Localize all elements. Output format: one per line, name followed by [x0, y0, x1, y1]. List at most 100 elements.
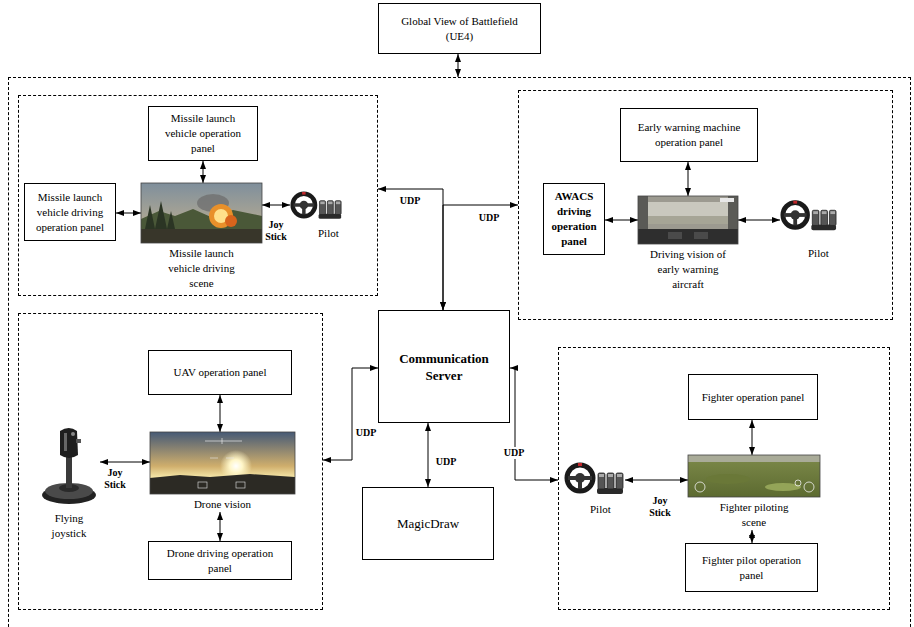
box-label: Missile launch vehicle operation panel — [155, 111, 251, 156]
fighter-scene-image-part — [688, 455, 820, 497]
caption-text: Pilot — [590, 502, 611, 517]
flying-joystick-icon — [42, 428, 96, 504]
missile-scene-image-part — [225, 215, 237, 227]
caption-text: Fighter piloting scene — [714, 500, 794, 530]
fighter-scene-image-part — [695, 482, 705, 492]
system-box: Global View of Battlefield (UE4) — [378, 3, 541, 54]
awacs-vision-image-part — [648, 202, 728, 224]
joystick-device: Flying joystick — [38, 425, 100, 541]
flying-joystick-icon-part — [66, 457, 72, 488]
connector — [323, 368, 378, 460]
panel-box: Fighter pilot operation panel — [685, 543, 818, 592]
fighter-scene-image-part — [804, 482, 814, 492]
awacs-vision-image-part — [668, 232, 682, 239]
panel-box: UAV operation panel — [148, 350, 292, 395]
caption-text: Pilot — [808, 246, 829, 261]
box-label: AWACS driving operation panel — [548, 189, 600, 249]
connector — [625, 480, 688, 481]
awacs-vision-image-part — [720, 198, 734, 202]
edge-label: UDP — [398, 195, 422, 207]
edge-label: Joy Stick — [102, 467, 128, 491]
fighter-scene-image-part — [688, 455, 820, 497]
connector — [458, 54, 459, 77]
edge-label: UDP — [434, 456, 458, 468]
image-area — [638, 196, 738, 244]
pilot-wheel-icon — [293, 192, 342, 219]
caption-text: Flying joystick — [41, 511, 97, 541]
fighter-scene-image — [688, 455, 820, 497]
scene-view: Missile launch vehicle driving scene — [141, 183, 262, 291]
subsystem-group: Missile launch vehicle operation panelMi… — [18, 95, 378, 296]
missile-scene-image-part — [145, 201, 175, 229]
drone-vision-image-part — [205, 441, 242, 442]
scene-view: Driving vision of early warning aircraft — [638, 196, 738, 292]
drone-vision-image — [150, 432, 295, 494]
subsystem-group: Early warning machine operation panelAWA… — [518, 90, 893, 320]
box-label: Fighter operation panel — [702, 390, 805, 405]
drone-vision-image-part — [226, 458, 234, 459]
image-area — [141, 183, 262, 243]
pilot-device: Pilot — [563, 458, 625, 498]
connector — [220, 512, 221, 541]
scene-view: Fighter piloting scene — [688, 455, 820, 530]
connector — [378, 189, 443, 310]
drone-vision-image-part — [236, 482, 245, 488]
awacs-vision-image-part — [638, 229, 738, 244]
image-area — [150, 432, 295, 494]
missile-scene-image — [141, 183, 262, 243]
connector — [443, 205, 518, 310]
connector — [688, 162, 689, 196]
edge-label: Joy Stick — [647, 495, 673, 519]
connector — [203, 161, 204, 183]
awacs-vision-image-part — [648, 216, 728, 224]
connector — [428, 423, 429, 487]
edge-label: UDP — [502, 447, 526, 459]
caption-text: Drone vision — [168, 497, 278, 512]
image-area — [38, 425, 100, 505]
flying-joystick-icon-part — [71, 432, 75, 436]
drone-vision-image-part — [150, 432, 295, 494]
connector — [510, 368, 558, 480]
box-label: MagicDraw — [397, 515, 459, 532]
box-label: Global View of Battlefield (UE4) — [395, 14, 524, 44]
fighter-scene-image-part — [706, 474, 750, 484]
box-label: Communication Server — [385, 350, 503, 384]
flying-joystick-icon-part — [76, 439, 81, 443]
box-label: Drone driving operation panel — [155, 546, 285, 576]
image-area — [688, 455, 820, 497]
panel-box: Early warning machine operation panel — [620, 108, 758, 162]
pilot-wheel-icon — [783, 201, 836, 230]
fighter-scene-image-part — [795, 480, 801, 486]
caption-text: Pilot — [318, 226, 339, 241]
awacs-vision-image — [638, 196, 738, 244]
caption-text: Driving vision of early warning aircraft — [645, 247, 731, 292]
flying-joystick-icon-part — [64, 433, 67, 451]
missile-scene-image-part — [141, 183, 262, 243]
drone-vision-image-part — [222, 438, 223, 444]
drone-vision-image-part — [150, 474, 295, 494]
panel-box: AWACS driving operation panel — [543, 183, 605, 255]
awacs-vision-image-part — [638, 196, 738, 244]
drone-vision-image-part — [210, 458, 218, 459]
missile-scene-image-part — [141, 229, 262, 243]
drone-vision-image-part — [150, 432, 295, 494]
connector — [100, 462, 150, 463]
connector — [605, 220, 638, 221]
subsystem-group: Fighter operation panelPilotFighter pilo… — [558, 347, 890, 610]
connector — [262, 205, 290, 206]
pilot-device: Pilot — [780, 195, 835, 235]
pilot-wheel-icon — [567, 463, 623, 494]
awacs-vision-image-part — [638, 196, 738, 244]
tool-box: MagicDraw — [362, 487, 494, 560]
system-boundary: Missile launch vehicle operation panelMi… — [8, 77, 911, 627]
flying-joystick-icon-part — [60, 428, 78, 458]
connector — [752, 420, 753, 455]
box-label: UAV operation panel — [173, 365, 266, 380]
drone-vision-image-part — [198, 482, 207, 488]
subsystem-group: UAV operation panelFlying joystickDrone … — [18, 313, 323, 610]
panel-box: Missile launch vehicle operation panel — [148, 106, 258, 161]
box-label: Fighter pilot operation panel — [692, 553, 811, 583]
edge-label: Joy Stick — [263, 219, 289, 243]
missile-scene-image-part — [141, 183, 262, 243]
